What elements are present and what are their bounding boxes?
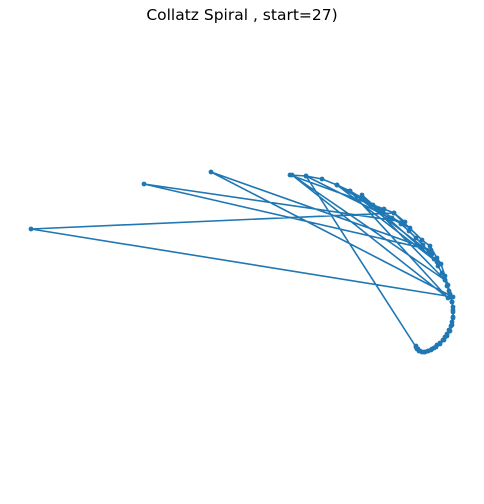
series-line: [30, 171, 454, 353]
data-point: [434, 255, 440, 261]
data-point: [402, 219, 408, 225]
data-point: [442, 277, 448, 283]
data-point: [427, 243, 433, 249]
series-line-layer: [30, 171, 454, 353]
data-point: [434, 259, 440, 265]
data-point: [370, 202, 376, 208]
data-point: [429, 251, 435, 257]
data-point: [208, 169, 214, 175]
data-point: [450, 294, 456, 300]
data-point: [359, 192, 365, 198]
data-point: [334, 182, 340, 188]
data-point: [421, 349, 427, 355]
data-point: [413, 344, 419, 350]
data-point: [433, 344, 439, 350]
data-point: [429, 346, 435, 352]
data-point: [420, 242, 426, 248]
series-point-layer: [28, 169, 456, 355]
data-point: [445, 282, 451, 288]
data-point: [444, 333, 450, 339]
data-point: [391, 210, 397, 216]
chart-title: Collatz Spiral , start=27): [146, 6, 338, 24]
data-point: [407, 225, 413, 231]
data-point: [419, 237, 425, 243]
data-point: [449, 322, 455, 328]
data-point: [425, 348, 431, 354]
data-point: [449, 299, 455, 305]
data-point: [438, 261, 444, 267]
data-point: [289, 172, 295, 178]
data-point: [28, 226, 34, 232]
data-point: [450, 315, 456, 321]
data-point: [319, 176, 325, 182]
data-point: [437, 341, 443, 347]
data-point: [447, 291, 453, 297]
data-point: [447, 328, 453, 334]
data-point: [398, 221, 404, 227]
data-point: [141, 181, 147, 187]
data-point: [303, 173, 309, 179]
data-point: [428, 247, 434, 253]
data-point: [442, 273, 448, 279]
data-point: [450, 307, 456, 313]
data-point: [381, 206, 387, 212]
data-point: [389, 215, 395, 221]
data-point: [441, 337, 447, 343]
data-point: [347, 188, 353, 194]
data-point: [413, 235, 419, 241]
data-point: [439, 270, 445, 276]
data-point: [445, 295, 451, 301]
